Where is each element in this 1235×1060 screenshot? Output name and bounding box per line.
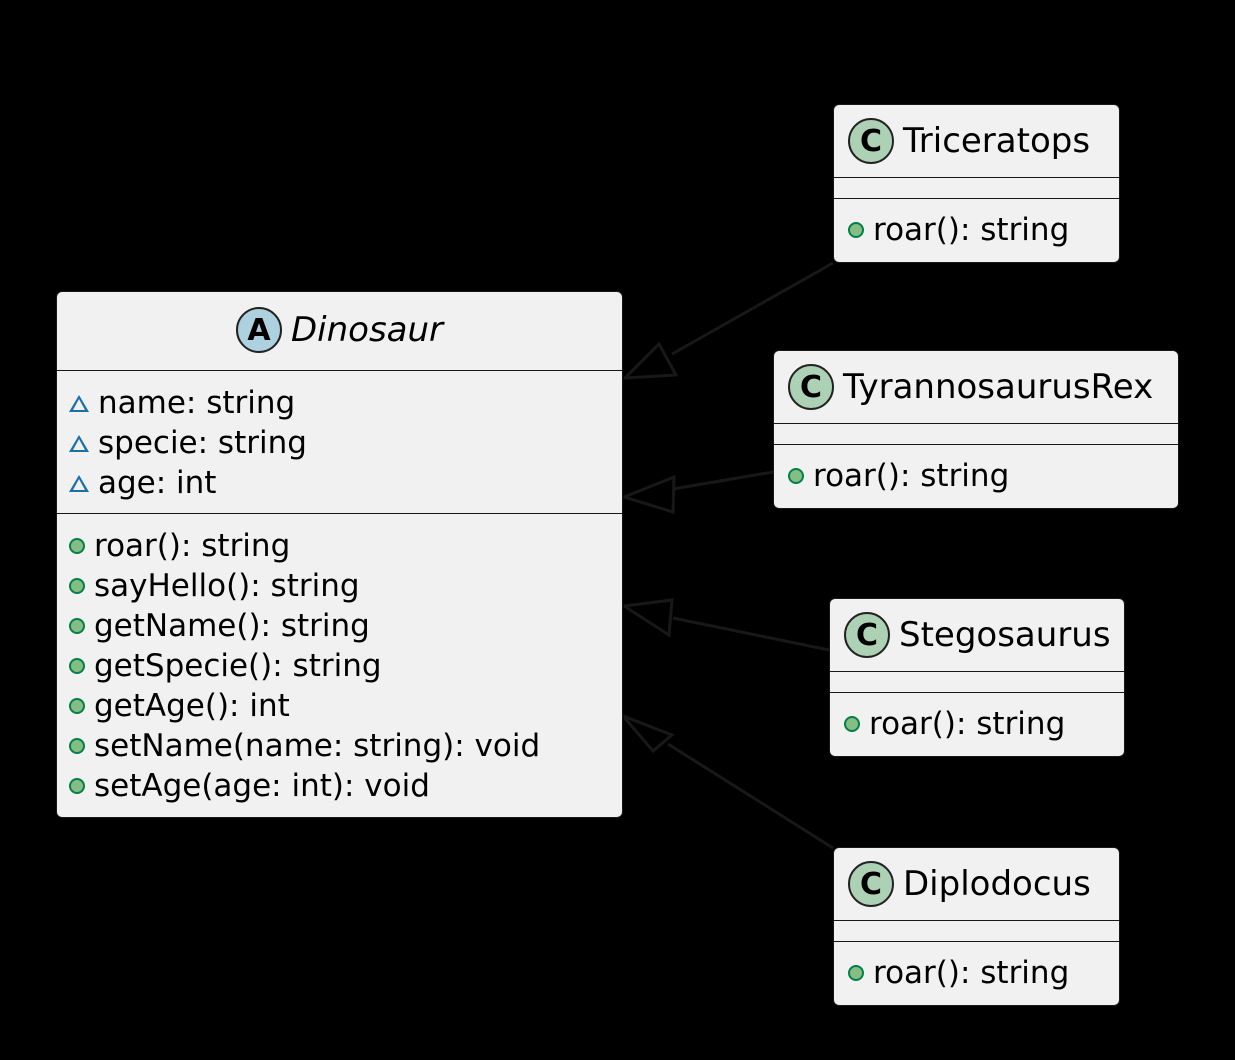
public-visibility-icon (69, 578, 85, 594)
method-row: roar(): string (848, 952, 1119, 994)
attribute-label: age: int (98, 464, 217, 501)
class-icon: C (848, 118, 894, 164)
method-row: roar(): string (788, 455, 1178, 497)
class-icon: C (844, 612, 890, 658)
method-row: getSpecie(): string (69, 646, 622, 686)
class-title-stegosaurus: Stegosaurus (899, 615, 1111, 655)
method-row: roar(): string (848, 209, 1119, 251)
methods-compartment-triceratops: roar(): string (834, 198, 1119, 261)
class-title-triceratops: Triceratops (903, 121, 1091, 161)
attribute-row: name: string (69, 383, 622, 423)
inheritance-tyrannosaurusrex-to-dinosaur (619, 470, 774, 515)
class-header-dinosaur: A Dinosaur (57, 292, 622, 370)
class-title-tyrannosaurusrex: TyrannosaurusRex (843, 367, 1154, 407)
attribute-row: age: int (69, 463, 622, 503)
class-header-triceratops: C Triceratops (834, 105, 1119, 177)
class-box-stegosaurus[interactable]: C Stegosaurus roar(): string (829, 598, 1125, 757)
abstract-class-icon: A (235, 307, 282, 353)
attributes-compartment-triceratops (834, 177, 1119, 198)
method-label: roar(): string (873, 211, 1070, 248)
attributes-compartment-diplodocus (834, 920, 1119, 941)
methods-compartment-stegosaurus: roar(): string (830, 692, 1124, 755)
attributes-compartment-stegosaurus (830, 671, 1124, 692)
methods-compartment-tyrannosaurusrex: roar(): string (774, 444, 1178, 507)
protected-visibility-icon (69, 474, 89, 492)
inheritance-stegosaurus-to-dinosaur (619, 598, 830, 652)
attribute-label: name: string (98, 384, 296, 421)
class-box-dinosaur[interactable]: A Dinosaur name: string specie: string a… (56, 291, 623, 818)
method-row: sayHello(): string (69, 566, 622, 606)
class-header-stegosaurus: C Stegosaurus (830, 599, 1124, 671)
method-label: setName(name: string): void (94, 727, 541, 764)
method-label: getAge(): int (94, 687, 290, 724)
methods-compartment-dinosaur: roar(): string sayHello(): string getNam… (57, 513, 622, 818)
method-label: roar(): string (869, 705, 1066, 742)
method-row: roar(): string (69, 526, 622, 566)
protected-visibility-icon (69, 434, 89, 452)
public-visibility-icon (69, 658, 85, 674)
inheritance-triceratops-to-dinosaur (621, 261, 834, 380)
class-icon: C (848, 861, 894, 907)
method-label: roar(): string (873, 954, 1070, 991)
class-header-tyrannosaurusrex: C TyrannosaurusRex (774, 351, 1178, 423)
class-icon: C (788, 364, 834, 410)
methods-compartment-diplodocus: roar(): string (834, 941, 1119, 1004)
attributes-compartment-dinosaur: name: string specie: string age: int (57, 370, 622, 513)
class-box-triceratops[interactable]: C Triceratops roar(): string (833, 104, 1120, 263)
method-label: getName(): string (94, 607, 370, 644)
method-label: getSpecie(): string (94, 647, 382, 684)
attribute-row: specie: string (69, 423, 622, 463)
public-visibility-icon (69, 738, 85, 754)
public-visibility-icon (69, 778, 85, 794)
public-visibility-icon (848, 222, 864, 238)
method-row: setName(name: string): void (69, 726, 622, 766)
attributes-compartment-tyrannosaurusrex (774, 423, 1178, 444)
class-box-diplodocus[interactable]: C Diplodocus roar(): string (833, 847, 1120, 1006)
inheritance-diplodocus-to-dinosaur (621, 714, 834, 850)
method-row: setAge(age: int): void (69, 766, 622, 806)
protected-visibility-icon (69, 394, 89, 412)
public-visibility-icon (69, 618, 85, 634)
method-label: setAge(age: int): void (94, 767, 430, 804)
public-visibility-icon (69, 538, 85, 554)
method-label: roar(): string (94, 527, 291, 564)
public-visibility-icon (848, 965, 864, 981)
method-row: getName(): string (69, 606, 622, 646)
class-box-tyrannosaurusrex[interactable]: C TyrannosaurusRex roar(): string (773, 350, 1179, 509)
method-row: getAge(): int (69, 686, 622, 726)
method-label: sayHello(): string (94, 567, 360, 604)
class-title-diplodocus: Diplodocus (903, 864, 1091, 904)
class-header-diplodocus: C Diplodocus (834, 848, 1119, 920)
attribute-label: specie: string (98, 424, 307, 461)
class-title-dinosaur: Dinosaur (290, 310, 444, 350)
public-visibility-icon (69, 698, 85, 714)
public-visibility-icon (788, 468, 804, 484)
public-visibility-icon (844, 716, 860, 732)
method-row: roar(): string (844, 703, 1124, 745)
method-label: roar(): string (813, 457, 1010, 494)
